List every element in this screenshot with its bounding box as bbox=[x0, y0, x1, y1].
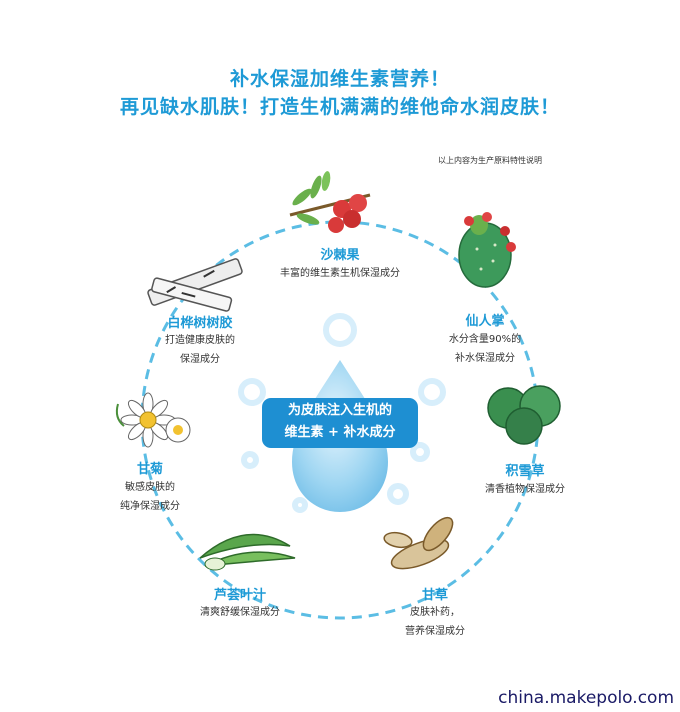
aloe-icon bbox=[199, 533, 296, 571]
sea-buckthorn-icon bbox=[289, 171, 371, 233]
center-banner-text: 为皮肤注入生机的 维生素 + 补水成分 bbox=[262, 400, 418, 444]
birch-bark-icon bbox=[147, 258, 243, 312]
ingredient-desc-licorice: 皮肤补药， 营养保湿成分 bbox=[405, 607, 465, 637]
ingredient-desc-cactus: 水分含量90%的 补水保湿成分 bbox=[448, 334, 522, 364]
bubble bbox=[410, 442, 430, 462]
ingredient-name-aloe: 芦荟叶汁 bbox=[213, 588, 266, 603]
headline-line-1: 补水保湿加维生素营养！ bbox=[229, 68, 450, 90]
ingredient-name-sea-buckthorn: 沙棘果 bbox=[320, 248, 360, 263]
centella-icon bbox=[487, 385, 561, 445]
ingredient-name-cactus: 仙人掌 bbox=[465, 314, 505, 329]
ingredient-name-chamomile: 甘菊 bbox=[136, 462, 163, 477]
bubble bbox=[292, 497, 308, 513]
bubble bbox=[241, 451, 259, 469]
watermark: china.makepolo.com bbox=[498, 688, 674, 708]
bubble bbox=[418, 378, 446, 406]
ingredient-desc-sea-buckthorn: 丰富的维生素生机保湿成分 bbox=[280, 268, 400, 279]
water-bubbles bbox=[238, 313, 446, 513]
cactus-icon bbox=[458, 212, 516, 288]
ingredient-desc-aloe: 清爽舒缓保湿成分 bbox=[200, 607, 280, 618]
bubble bbox=[238, 378, 266, 406]
center-line-1: 为皮肤注入生机的 bbox=[287, 403, 392, 418]
center-banner bbox=[262, 398, 418, 448]
ingredient-desc-centella: 清香植物保湿成分 bbox=[485, 484, 565, 495]
ingredient-name-centella: 积雪草 bbox=[505, 464, 545, 479]
ingredient-name-birch: 白桦树树胶 bbox=[167, 316, 233, 331]
licorice-icon bbox=[383, 516, 454, 570]
chamomile-icon bbox=[115, 392, 191, 448]
ingredient-name-licorice: 甘草 bbox=[421, 588, 448, 603]
ingredient-desc-birch: 打造健康皮肤的 保湿成分 bbox=[165, 335, 235, 365]
source-note: 以上内容为生产原料特性说明 bbox=[438, 156, 542, 165]
headline-line-2: 再见缺水肌肤！打造生机满满的维他命水润皮肤！ bbox=[119, 96, 560, 118]
center-line-2: 维生素 + 补水成分 bbox=[284, 425, 396, 440]
bubble bbox=[387, 483, 409, 505]
bubble bbox=[323, 313, 357, 347]
ingredient-desc-chamomile: 敏感皮肤的 纯净保湿成分 bbox=[120, 482, 180, 512]
